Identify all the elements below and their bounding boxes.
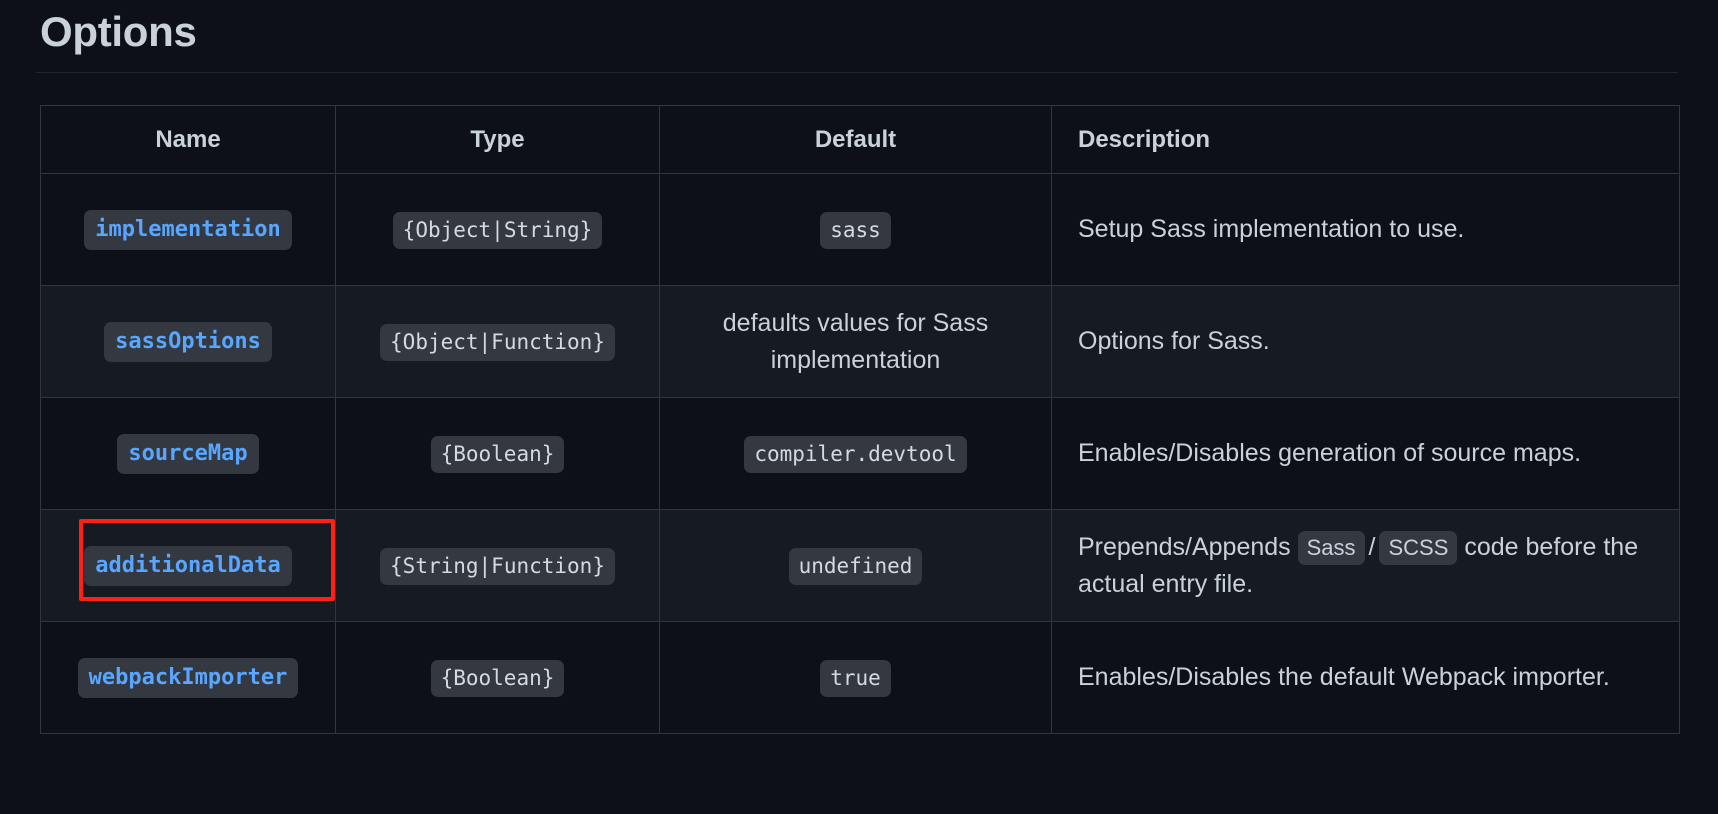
- option-default-code: sass: [820, 211, 891, 249]
- option-default-cell: true: [659, 621, 1052, 735]
- option-default-cell: undefined: [659, 509, 1052, 623]
- column-header-type: Type: [335, 105, 660, 175]
- option-type-code: {Object|String}: [392, 211, 603, 249]
- option-type-code: {Boolean}: [430, 659, 565, 697]
- option-name-code[interactable]: sassOptions: [104, 321, 272, 363]
- option-type-cell: {Boolean}: [335, 397, 660, 511]
- options-table: Name Type Default Description implementa…: [40, 105, 1680, 735]
- option-type-cell: {String|Function}: [335, 509, 660, 623]
- table-header: Name Type Default Description: [40, 105, 1680, 175]
- option-description-text: Options for Sass.: [1078, 327, 1270, 356]
- option-name-cell: additionalData: [40, 509, 336, 623]
- option-type-code: {String|Function}: [380, 547, 615, 585]
- page-title: Options: [40, 8, 197, 55]
- option-description-text: Enables/Disables generation of source ma…: [1078, 439, 1582, 468]
- option-default-cell: sass: [659, 173, 1052, 287]
- option-name-code[interactable]: sourceMap: [117, 433, 259, 475]
- table-row: sassOptions {Object|Function} defaults v…: [40, 285, 1680, 399]
- option-default-cell: defaults values for Sass implementation: [659, 285, 1052, 399]
- column-header-name: Name: [40, 105, 336, 175]
- option-name-cell: implementation: [40, 173, 336, 287]
- option-name-code[interactable]: additionalData: [84, 545, 292, 587]
- option-name-cell: sassOptions: [40, 285, 336, 399]
- option-description-cell: Prepends/Appends Sass/SCSS code before t…: [1051, 509, 1680, 623]
- option-description-cell: Options for Sass.: [1051, 285, 1680, 399]
- option-type-cell: {Boolean}: [335, 621, 660, 735]
- option-description-cell: Enables/Disables generation of source ma…: [1051, 397, 1680, 511]
- option-default-text: defaults values for Sass implementation: [722, 308, 989, 374]
- table-row: implementation {Object|String} sass Setu…: [40, 173, 1680, 287]
- table-row-highlighted: additionalData {String|Function} undefin…: [40, 509, 1680, 623]
- option-description-suffix: code before the actual entry file.: [1078, 532, 1639, 598]
- option-default-code: true: [820, 659, 891, 697]
- table-header-row: Name Type Default Description: [40, 105, 1680, 175]
- separator-slash: /: [1368, 532, 1376, 561]
- options-table-container: Name Type Default Description implementa…: [0, 73, 1718, 735]
- option-name-cell: webpackImporter: [40, 621, 336, 735]
- option-name-code[interactable]: webpackImporter: [77, 657, 299, 699]
- table-body: implementation {Object|String} sass Setu…: [40, 173, 1680, 735]
- column-header-default: Default: [659, 105, 1052, 175]
- option-default-code: undefined: [788, 547, 923, 585]
- option-description-prefix: Prepends/Appends: [1078, 532, 1298, 561]
- option-name-cell: sourceMap: [40, 397, 336, 511]
- option-type-code: {Object|Function}: [380, 323, 615, 361]
- column-header-description: Description: [1051, 105, 1680, 175]
- scss-keyword-pill: SCSS: [1379, 530, 1458, 566]
- option-default-code: compiler.devtool: [744, 435, 967, 473]
- sass-keyword-pill: Sass: [1297, 530, 1365, 566]
- option-description-text: Setup Sass implementation to use.: [1078, 215, 1465, 244]
- table-row: webpackImporter {Boolean} true Enables/D…: [40, 621, 1680, 735]
- option-default-cell: compiler.devtool: [659, 397, 1052, 511]
- table-row: sourceMap {Boolean} compiler.devtool Ena…: [40, 397, 1680, 511]
- option-type-cell: {Object|Function}: [335, 285, 660, 399]
- option-description-text: Enables/Disables the default Webpack imp…: [1078, 663, 1610, 692]
- option-type-cell: {Object|String}: [335, 173, 660, 287]
- heading-divider: [36, 72, 1678, 74]
- option-name-code[interactable]: implementation: [84, 209, 292, 251]
- option-description-cell: Setup Sass implementation to use.: [1051, 173, 1680, 287]
- option-type-code: {Boolean}: [430, 435, 565, 473]
- option-description-cell: Enables/Disables the default Webpack imp…: [1051, 621, 1680, 735]
